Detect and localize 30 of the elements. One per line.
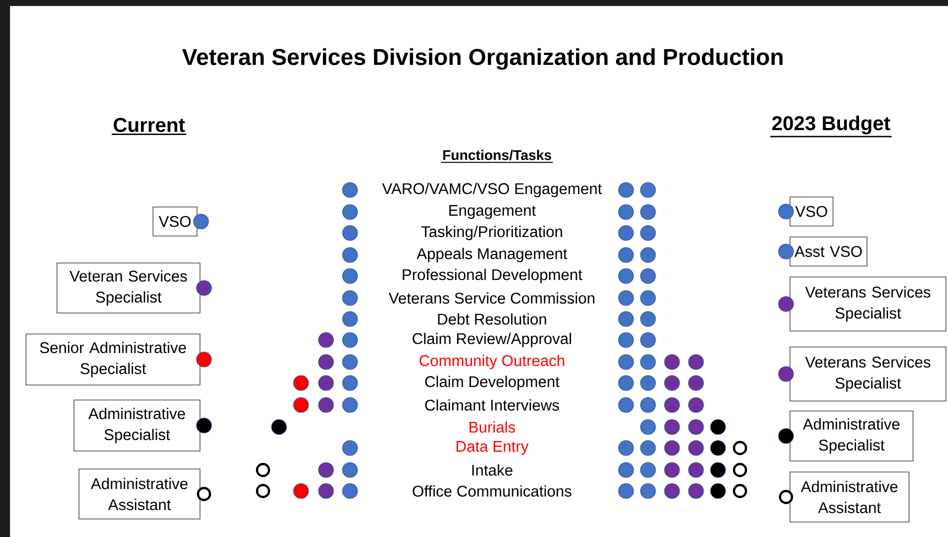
- task-label: Community Outreach: [420, 354, 564, 370]
- task-label: Data Entry: [456, 441, 529, 455]
- role-box: Asst VSO: [790, 236, 868, 266]
- role-box: Administrative Assistant: [790, 472, 910, 522]
- task-label: Office Communications: [412, 485, 572, 497]
- title: Veteran Services Division Organization and Production: [182, 48, 783, 70]
- task-label: Professional Development: [402, 268, 582, 284]
- role-box: Administrative Specialist: [790, 410, 914, 462]
- role-box: VSO: [790, 196, 834, 226]
- role-box: Administrative Specialist: [74, 400, 200, 452]
- task-label: Appeals Management: [416, 248, 568, 262]
- task-label: Debt Resolution: [438, 313, 546, 325]
- role-box: Veteran Services Specialist: [56, 262, 200, 314]
- task-label: Claim Development: [425, 376, 560, 390]
- task-label: Veterans Service Commission: [388, 292, 594, 304]
- heading: Current: [112, 118, 186, 135]
- task-label: Intake: [472, 464, 512, 476]
- role-box: VSO: [152, 206, 198, 236]
- heading: 2023 Budget: [770, 116, 892, 138]
- heading: Functions/Tasks: [440, 150, 554, 163]
- task-label: Burials: [470, 421, 516, 433]
- task-label: VARO/VAMC/VSO Engagement: [382, 182, 602, 198]
- role-box: Administrative Assistant: [78, 468, 200, 520]
- task-label: Claim Review/Approval: [412, 332, 572, 348]
- task-label: Claimant Interviews: [425, 399, 560, 411]
- task-label: Tasking/Prioritization: [421, 226, 562, 240]
- role-box: Veterans Services Specialist: [790, 346, 946, 402]
- role-box: Senior Administrative Specialist: [26, 334, 200, 386]
- task-label: Engagement: [449, 205, 536, 219]
- role-box: Veterans Services Specialist: [790, 276, 946, 332]
